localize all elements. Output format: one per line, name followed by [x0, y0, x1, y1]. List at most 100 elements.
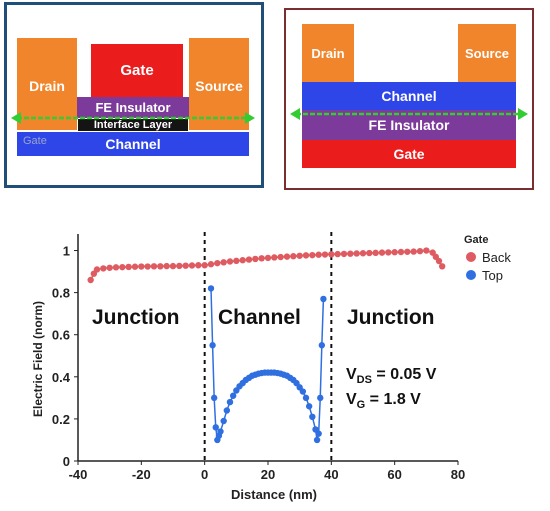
legend-title: Gate: [464, 234, 488, 246]
interface-layer-label: Interface Layer: [93, 119, 173, 131]
data-point-back: [195, 262, 202, 269]
data-point-back: [277, 253, 284, 261]
x-tick-label: -40: [69, 467, 88, 482]
fe-insulator-label: FE Insulator: [368, 117, 450, 133]
legend-marker-top: [466, 270, 476, 280]
drain-block: Drain: [17, 38, 77, 130]
data-point-top: [210, 394, 218, 402]
fe-insulator-block: FE Insulator: [77, 97, 189, 118]
data-point-back: [245, 256, 253, 263]
data-point-back: [372, 249, 379, 257]
data-point-back: [315, 251, 322, 258]
data-point-back: [201, 262, 208, 269]
data-point-back: [150, 263, 158, 270]
data-point-back: [353, 250, 360, 257]
data-point-back: [239, 257, 246, 264]
data-point-back: [309, 251, 316, 259]
data-point-top: [220, 417, 227, 425]
data-point-back: [87, 276, 94, 284]
y-tick-label: 0.6: [52, 328, 70, 343]
data-point-top: [299, 388, 307, 395]
drain-block: Drain: [302, 24, 354, 82]
source-block: Source: [458, 24, 516, 82]
region-label-junction-right: Junction: [347, 306, 435, 329]
data-point-back: [397, 248, 405, 256]
data-point-back: [220, 259, 227, 266]
data-point-back: [169, 262, 177, 270]
x-tick-label: 60: [387, 467, 401, 482]
data-point-back: [144, 263, 151, 270]
data-point-back: [125, 263, 132, 271]
data-point-top: [207, 285, 215, 292]
data-point-back: [163, 262, 170, 270]
source-label: Source: [195, 78, 243, 94]
data-point-back: [334, 250, 341, 258]
data-point-back: [283, 253, 291, 260]
data-point-back: [423, 247, 430, 254]
gate-label: Gate: [120, 62, 154, 79]
data-point-back: [391, 249, 398, 256]
data-point-back: [410, 248, 417, 255]
data-point-back: [226, 258, 234, 265]
data-point-back: [438, 263, 446, 270]
data-point-back: [264, 254, 272, 262]
x-axis-label: Distance (nm): [231, 487, 317, 502]
distance-arrow: [290, 108, 528, 120]
data-point-top: [320, 295, 327, 303]
data-point-back: [157, 263, 164, 270]
data-point-back: [100, 265, 107, 272]
data-point-back: [404, 248, 411, 255]
data-point-back: [340, 250, 348, 258]
data-point-back: [258, 255, 265, 262]
series-back: [87, 247, 446, 284]
legend-label-top: Top: [482, 268, 503, 283]
data-point-back: [252, 255, 259, 263]
data-point-top: [212, 424, 219, 431]
y-tick-label: 1: [63, 244, 70, 259]
legend-label-back: Back: [482, 250, 511, 265]
x-tick-label: -20: [132, 467, 151, 482]
x-tick-label: 40: [324, 467, 338, 482]
data-point-back: [119, 263, 126, 271]
data-point-top: [217, 428, 224, 435]
data-point-back: [214, 259, 221, 267]
y-tick-label: 0.2: [52, 412, 70, 427]
data-point-back: [138, 263, 145, 270]
data-point-top: [229, 392, 237, 399]
drain-label: Drain: [29, 78, 65, 94]
y-tick-label: 0: [63, 454, 70, 469]
series-top: [207, 285, 327, 444]
legend-marker-back: [466, 252, 476, 262]
interface-layer-block: Interface Layer: [77, 118, 189, 132]
back-gate-device-diagram: Drain Source Channel FE Insulator Gate: [284, 8, 534, 190]
x-tick-label: 0: [201, 467, 208, 482]
data-point-top: [302, 394, 310, 402]
series-layer: [87, 247, 446, 444]
y-tick-labels: 00.20.40.60.81: [52, 244, 71, 469]
data-point-top: [209, 342, 216, 349]
region-label-junction-left: Junction: [92, 306, 180, 329]
data-point-top: [223, 407, 231, 414]
data-point-back: [296, 252, 303, 259]
data-point-back: [321, 251, 329, 258]
data-point-back: [347, 250, 354, 257]
drain-label: Drain: [311, 45, 345, 61]
data-point-back: [302, 252, 310, 259]
data-point-back: [290, 253, 297, 260]
data-point-top: [315, 430, 322, 437]
data-point-back: [416, 247, 424, 255]
data-point-top: [313, 436, 321, 444]
annotation-vds: VDS = 0.05 V: [346, 366, 437, 386]
source-label: Source: [464, 45, 510, 61]
legend: Gate Back Top: [464, 234, 511, 283]
x-tick-label: 80: [451, 467, 465, 482]
data-point-back: [359, 250, 367, 257]
source-block: Source: [189, 38, 249, 130]
y-axis-label: Electric Field (norm): [31, 301, 45, 417]
data-point-back: [131, 263, 139, 270]
gate-block: Gate: [91, 44, 183, 97]
region-label-channel: Channel: [218, 306, 301, 329]
data-point-back: [435, 257, 443, 265]
data-point-back: [93, 266, 101, 273]
